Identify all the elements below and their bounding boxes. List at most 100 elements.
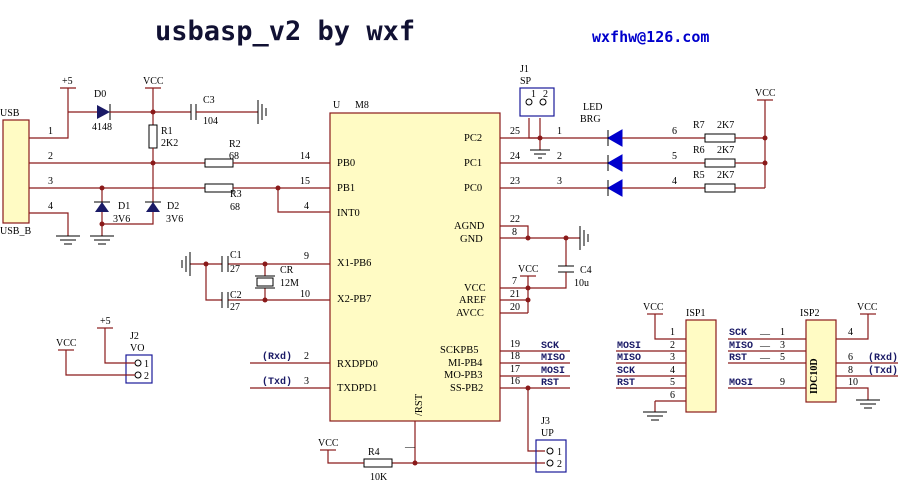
r3-ref: R3: [230, 189, 242, 200]
usb-gnd-wire: [29, 212, 69, 236]
c1-ref: C1: [230, 250, 242, 261]
mcu-pin-num-25: 25: [510, 126, 520, 137]
c1-value: 27: [230, 264, 240, 275]
mcu-pin-num-4: 4: [304, 201, 309, 212]
r7-value: 2K7: [717, 120, 734, 131]
jumper-j3: J3 UP 1 2: [535, 416, 567, 473]
resistor-r5: R5 2K7: [693, 170, 736, 193]
r1-value: 2K2: [161, 138, 178, 149]
mcu-pin-agnd: AGND: [454, 221, 485, 232]
net-sck-mcu: SCK: [541, 341, 559, 352]
vcc-supply-isp1: VCC: [643, 302, 664, 315]
j1-wires: [528, 118, 541, 139]
gnd-symbol-isp1: [643, 411, 667, 421]
vcc-label-j2: VCC: [56, 338, 77, 349]
plus5-supply-d0: +5: [60, 76, 76, 112]
isp2-header: ISP2 IDC10D 1 3 5 9 4 6 8 10: [780, 308, 858, 403]
j2-vcc-wire: [65, 350, 135, 376]
j1-ref: J1: [520, 64, 529, 75]
isp1-wires: [616, 314, 686, 412]
vcc-supply-mcu: VCC: [518, 264, 539, 277]
mcu-pin-gnd: GND: [460, 234, 483, 245]
led2-pin-left: 2: [557, 151, 562, 162]
isp2-value: IDC10D: [809, 358, 820, 394]
isp1-pin-6: 6: [670, 390, 675, 401]
led-1: 1 6: [540, 126, 677, 147]
usb-pin1-wire: [29, 112, 69, 139]
gnd-symbol-sp: [530, 149, 550, 159]
led-vcc-wires: [735, 100, 766, 189]
mcu-pin-num-9: 9: [304, 251, 309, 262]
r5-value: 2K7: [717, 170, 734, 181]
j2-plus5-wire: [104, 328, 135, 364]
isp1-net-mosi: MOSI: [617, 341, 641, 352]
isp1-pin-1: 1: [670, 327, 675, 338]
mcu-pin-pb0: PB0: [337, 158, 355, 169]
c4-gnd-wire: [565, 237, 580, 266]
mcu-pin-sck: SCKPB5: [440, 345, 479, 356]
r4-ref: R4: [368, 447, 380, 458]
d1-value: 3V6: [113, 214, 130, 225]
mcu-pin-num-22: 22: [510, 214, 520, 225]
mcu-pin-num-19: 19: [510, 339, 520, 350]
junction-agnd: [525, 235, 531, 241]
isp1-net-miso: MISO: [617, 353, 641, 364]
vcc-supply-isp2: VCC: [857, 302, 878, 315]
isp2-dash-5: —: [759, 353, 771, 364]
j1-pin-2: 2: [543, 89, 548, 100]
gnd-wires-mcu: [500, 225, 566, 239]
c2-ref: C2: [230, 290, 242, 301]
j2-value: VO: [130, 343, 144, 354]
crystal-cr: CR 12M: [255, 265, 299, 289]
isp2-net-mosi: MOSI: [729, 378, 753, 389]
junction-vcc-mcu: [525, 285, 531, 291]
vcc-supply-leds: VCC: [755, 88, 776, 101]
mcu-pin-txd: TXDPD1: [337, 383, 377, 394]
r1-ref: R1: [161, 126, 173, 137]
c4-vcc-wire: [528, 272, 567, 289]
j3-ref: J3: [541, 416, 550, 427]
cr-ref: CR: [280, 265, 294, 276]
isp1-header: ISP1 1 2 3 4 5 6: [670, 308, 717, 413]
led3-pin-left: 3: [557, 176, 562, 187]
zener-d2: D2 3V6: [145, 201, 183, 225]
r3-value: 68: [230, 202, 240, 213]
schematic-title: usbasp_v2 by wxf: [155, 16, 415, 47]
isp1-ref: ISP1: [686, 308, 705, 319]
j1-value: SP: [520, 76, 532, 87]
usb-type: USB_B: [0, 226, 31, 237]
j3-pin-2: 2: [557, 459, 562, 470]
vcc-wires-mcu: [500, 276, 529, 314]
isp2-pin-4: 4: [848, 327, 853, 338]
plus5-supply-j2: +5: [97, 316, 113, 329]
mcu-pin-pc0: PC0: [464, 183, 482, 194]
r7-ref: R7: [693, 120, 705, 131]
capacitor-c1: C1 27: [221, 250, 242, 275]
d2-value: 3V6: [166, 214, 183, 225]
isp2-pin-3: 3: [780, 340, 785, 351]
mcu-pin-vcc: VCC: [464, 283, 486, 294]
gnd-symbol-c3: [257, 100, 267, 124]
led3-pin-right: 4: [672, 176, 677, 187]
led-2: 2 5: [557, 151, 677, 172]
mcu-pin-miso: MI-PB4: [448, 358, 483, 369]
junction-aref: [525, 297, 531, 303]
net-rst-mcu: RST: [541, 378, 559, 389]
capacitor-c4: C4 10u: [558, 265, 592, 289]
led2-pin-right: 5: [672, 151, 677, 162]
c3-ref: C3: [203, 95, 215, 106]
isp2-net-rst: RST: [729, 353, 747, 364]
isp2-net-sck: SCK: [729, 328, 747, 339]
mcu-m8: U M8 14 PB0 15 PB1 4 INT0 9 X1-PB6 10 X2…: [300, 100, 520, 422]
vcc-supply-j2: VCC: [56, 338, 77, 351]
mcu-type: M8: [355, 100, 369, 111]
junction-caps: [203, 261, 209, 267]
led-3: 3 4: [557, 176, 677, 197]
vcc-supply-r4: VCC: [318, 438, 339, 451]
mcu-pin-num-17: 17: [510, 364, 520, 375]
rst-pin-mark: —: [404, 442, 416, 453]
usb-pin-3: 3: [48, 176, 53, 187]
mcu-pin-pc1: PC1: [464, 158, 482, 169]
mcu-pin-num-14: 14: [300, 151, 310, 162]
